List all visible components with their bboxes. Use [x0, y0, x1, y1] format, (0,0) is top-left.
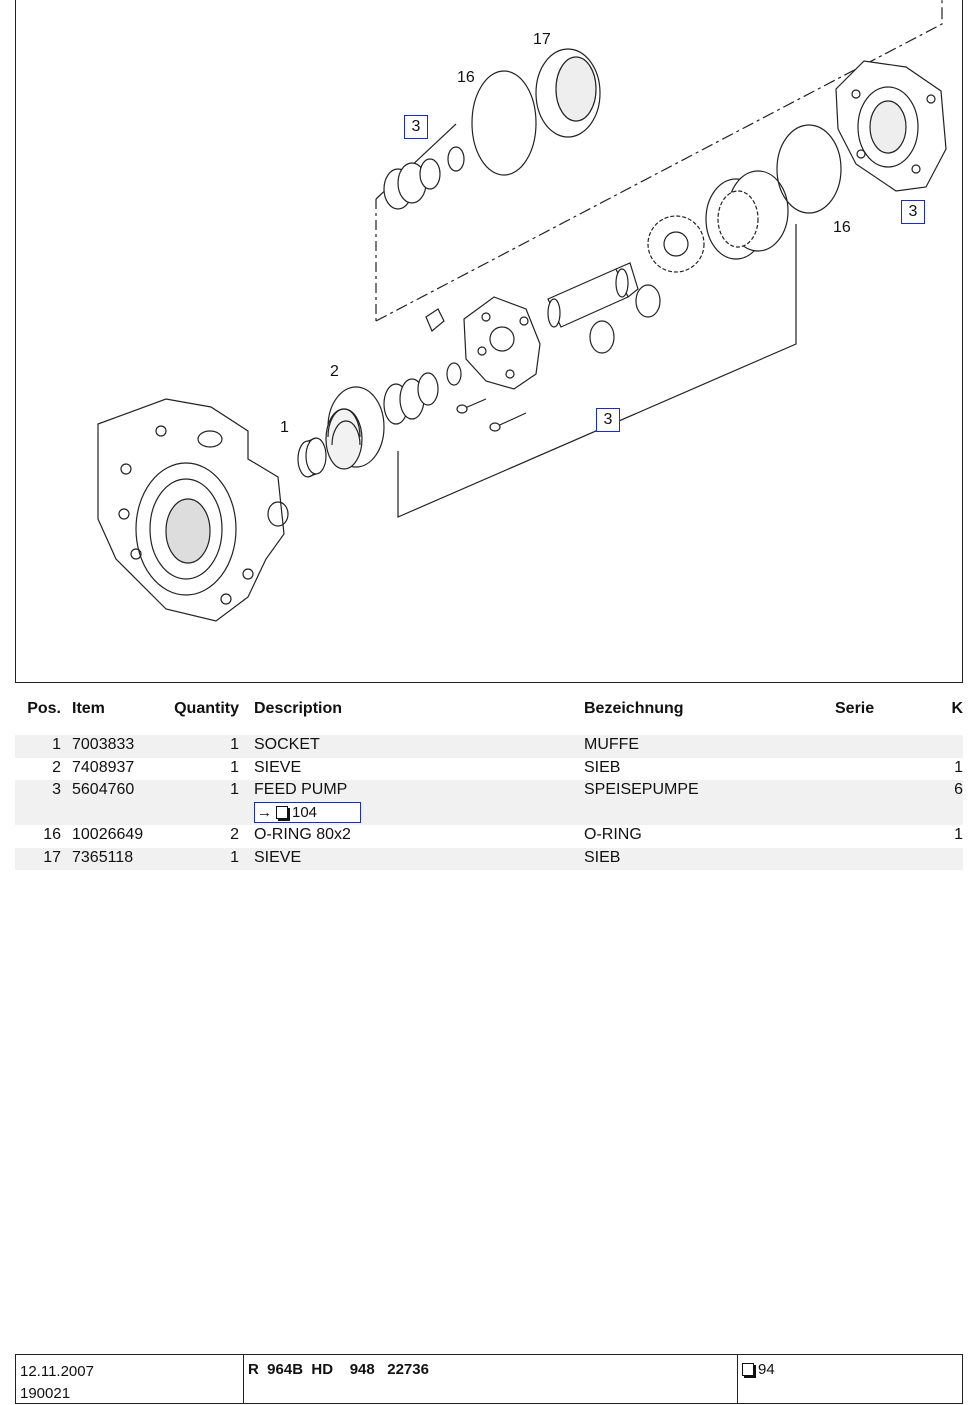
sieve-part — [325, 386, 385, 470]
label-socket-1: 1 — [280, 419, 289, 436]
gear-part — [647, 215, 705, 273]
footer-model-cell: R 964B HD 948 22736 — [243, 1355, 737, 1403]
page-footer: 12.11.2007 190021 R 964B HD 948 22736 94 — [15, 1354, 963, 1404]
cell-qty: 1 — [230, 736, 239, 753]
footer-date: 12.11.2007 — [20, 1363, 94, 1380]
callout-feed-pump-lower[interactable]: 3 — [596, 408, 620, 432]
footer-page-number: 94 — [758, 1361, 775, 1378]
cell-bezeichnung: O-RING — [584, 826, 642, 843]
callout-feed-pump-upper[interactable]: 3 — [404, 115, 428, 139]
cell-item: 10026649 — [72, 826, 144, 843]
cell-pos: 3 — [52, 781, 61, 798]
page-icon — [742, 1363, 754, 1376]
header-item: Item — [72, 700, 105, 717]
cell-pos: 1 — [52, 736, 61, 753]
label-sieve-2: 2 — [330, 363, 339, 380]
o-ring-top-part — [471, 70, 537, 176]
small-seal-part — [446, 362, 462, 386]
table-header: Pos. Item Quantity Description Bezeichnu… — [15, 700, 963, 724]
cell-pos: 17 — [43, 848, 61, 866]
cell-k: 1 — [954, 826, 963, 843]
group-bracket-lower — [397, 224, 797, 518]
table-row: 3 5604760 1 FEED PUMP SPEISEPUMPE 6 → 10… — [15, 780, 963, 825]
table-row: 17 7365118 1 SIEVE SIEB — [15, 847, 963, 870]
cell-bezeichnung: SPEISEPUMPE — [584, 781, 699, 798]
exploded-view-drawing: 3 3 3 17 16 16 2 1 — [15, 0, 963, 683]
o-ring-small-part — [589, 320, 615, 354]
footer-date-cell: 12.11.2007 190021 — [16, 1355, 243, 1403]
o-ring-right-part — [776, 124, 842, 214]
cell-bezeichnung: MUFFE — [584, 736, 640, 753]
header-serie: Serie — [835, 700, 875, 717]
shaft-part — [547, 262, 639, 328]
plug-part — [425, 308, 445, 332]
header-bezeichnung: Bezeichnung — [584, 700, 684, 717]
page-icon — [276, 806, 288, 819]
footer-page-cell: 94 — [737, 1355, 962, 1403]
sieve-top-part — [535, 48, 601, 138]
cell-pos: 2 — [52, 758, 61, 776]
footer-model: R 964B HD 948 22736 — [248, 1361, 429, 1378]
cell-qty: 1 — [230, 781, 239, 798]
cell-pos: 16 — [43, 826, 61, 843]
table-body: 1 7003833 1 SOCKET MUFFE 2 7408937 1 SIE… — [15, 735, 963, 870]
cell-item: 7365118 — [72, 848, 134, 866]
cell-item: 7408937 — [72, 758, 135, 776]
housing-part — [97, 398, 289, 622]
header-description: Description — [254, 700, 343, 717]
cell-description: SIEVE — [254, 848, 302, 866]
cell-k: 6 — [954, 781, 963, 798]
feed-pump-page-link[interactable]: → 104 — [254, 802, 361, 823]
exploded-view-svg — [97, 0, 947, 622]
footer-code: 190021 — [20, 1385, 71, 1402]
cell-item: 7003833 — [72, 736, 135, 753]
label-o-ring-16-right: 16 — [833, 219, 851, 236]
ref-page-number: 104 — [292, 804, 318, 821]
parts-table: Pos. Item Quantity Description Bezeichnu… — [15, 700, 963, 870]
ring-gear-part — [705, 170, 789, 260]
arrow-right-icon: → — [257, 804, 272, 821]
header-k: K — [951, 700, 963, 717]
table-row: 1 7003833 1 SOCKET MUFFE — [15, 735, 963, 758]
cell-qty: 1 — [230, 848, 239, 866]
cell-description: O-RING 80x2 — [254, 826, 351, 843]
cell-qty: 1 — [230, 758, 239, 776]
cell-k: 1 — [954, 758, 963, 776]
header-pos: Pos. — [27, 700, 61, 717]
assembly-axis-line — [375, 0, 943, 322]
table-row: 2 7408937 1 SIEVE SIEB 1 — [15, 758, 963, 781]
socket-part — [297, 437, 327, 478]
pump-plate-part — [463, 296, 541, 390]
cell-item: 5604760 — [72, 781, 135, 798]
table-row: 16 10026649 2 O-RING 80x2 O-RING 1 — [15, 825, 963, 848]
cell-qty: 2 — [230, 826, 239, 843]
cell-description: SOCKET — [254, 736, 320, 753]
cover-part — [835, 60, 947, 192]
cell-description: FEED PUMP — [254, 781, 348, 798]
cell-bezeichnung: SIEB — [584, 848, 621, 866]
cell-description: SIEVE — [254, 758, 302, 776]
header-quantity: Quantity — [174, 700, 239, 717]
label-o-ring-16-top: 16 — [457, 69, 475, 86]
callout-feed-pump-right[interactable]: 3 — [901, 200, 925, 224]
cell-bezeichnung: SIEB — [584, 758, 621, 776]
label-sieve-17: 17 — [533, 31, 551, 48]
